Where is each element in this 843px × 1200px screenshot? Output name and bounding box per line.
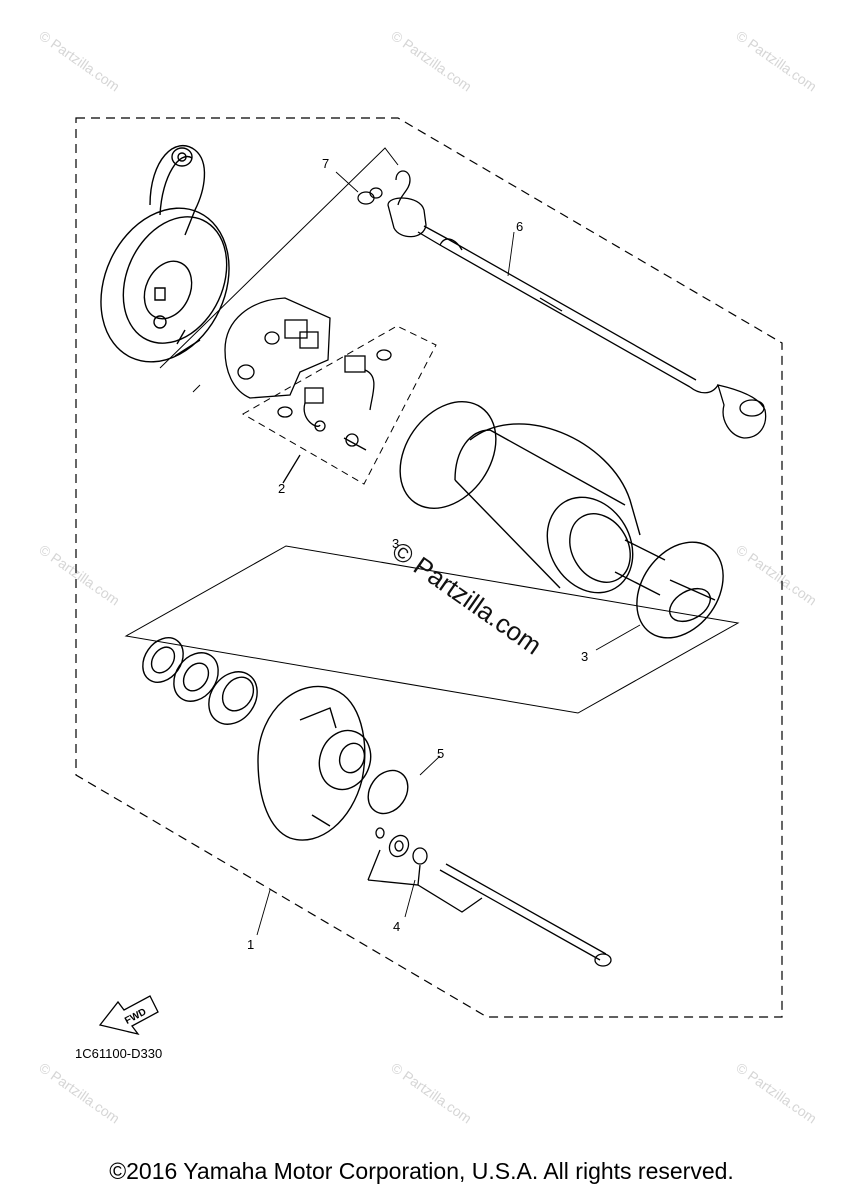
assembly-boundary: [75, 117, 783, 1018]
callout-4: 4: [393, 919, 400, 934]
part-code: 1C61100-D330: [75, 1046, 162, 1061]
o-ring-left: [399, 401, 497, 509]
watermark-mid-left: © Partzilla.com: [36, 541, 122, 608]
watermark-bottom-center: © Partzilla.com: [388, 1059, 474, 1126]
callout-3-left: 3: [392, 536, 399, 551]
leader-lines: [256, 171, 641, 936]
screw-part-7: [357, 187, 383, 205]
callout-7: 7: [322, 156, 329, 171]
brush-holder-assembly: [224, 297, 437, 485]
bearing-kit-outline: [124, 545, 740, 714]
callout-6: 6: [516, 219, 523, 234]
front-cover: [100, 144, 230, 363]
callouts: 1 2 3 3 4 5 6 7: [247, 156, 588, 952]
fwd-arrow-icon: FWD: [98, 995, 159, 1036]
starter-lead: [387, 170, 767, 439]
callout-5: 5: [437, 746, 444, 761]
o-ring-right: [636, 541, 724, 639]
callout-2: 2: [278, 481, 285, 496]
callout-3-right: 3: [581, 649, 588, 664]
watermark-bottom-right: © Partzilla.com: [733, 1059, 819, 1126]
section-lines: [159, 147, 399, 393]
watermark-center: © Partzilla.com: [387, 535, 548, 660]
armature: [454, 423, 716, 623]
watermark-top-left: © Partzilla.com: [36, 27, 122, 94]
watermark-mid-right: © Partzilla.com: [733, 541, 819, 608]
washers-and-bearing: [142, 637, 258, 725]
watermark-bottom-left: © Partzilla.com: [36, 1059, 122, 1126]
hardware-part-4: [367, 827, 612, 967]
o-ring-part-5: [367, 769, 409, 815]
watermark-top-center: © Partzilla.com: [388, 27, 474, 94]
copyright-notice: ©2016 Yamaha Motor Corporation, U.S.A. A…: [109, 1158, 734, 1184]
callout-1: 1: [247, 937, 254, 952]
rear-cover: [257, 685, 372, 841]
watermark-top-right: © Partzilla.com: [733, 27, 819, 94]
